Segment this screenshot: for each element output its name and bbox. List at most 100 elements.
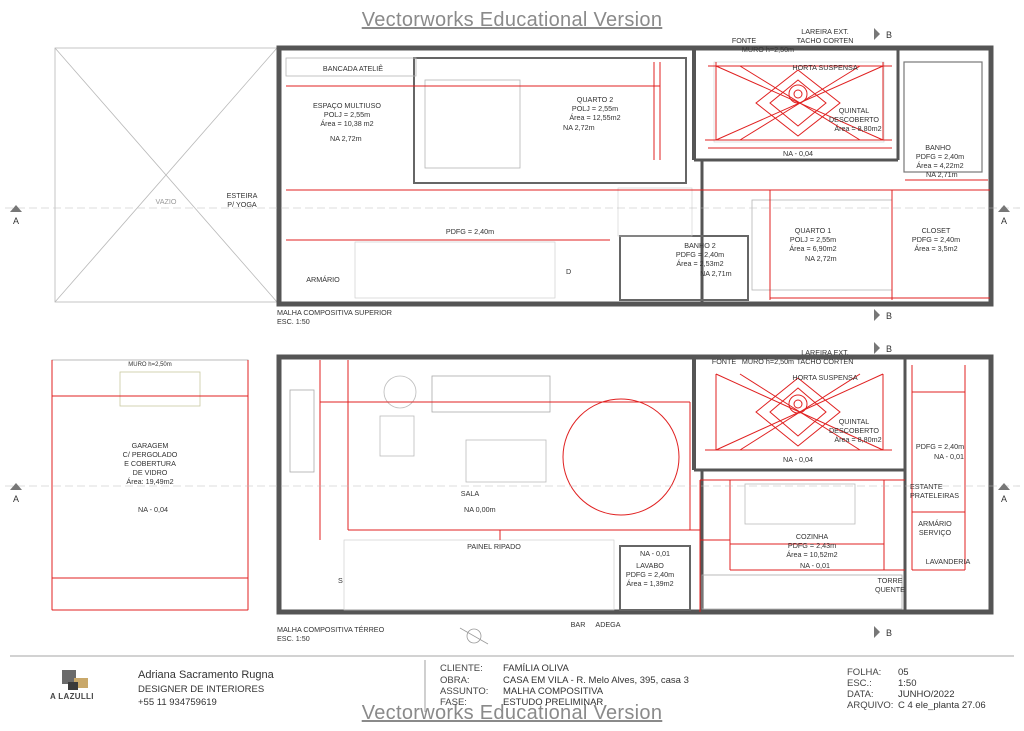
assunto-label: ASSUNTO: [440,686,489,697]
label-closet-area: Área = 3,5m2 [914,244,957,253]
label-estante-2: PRATELEIRAS [910,491,959,500]
label-adega: ADEGA [595,620,620,629]
label-garagem-3: E COBERTURA [124,459,176,468]
north-arrow-line [459,627,489,645]
label-lavabo-title: LAVABO [636,561,664,570]
label-quintal-upper-2: DESCOBERTO [829,115,879,124]
obra-label: OBRA: [440,675,470,686]
label-banho2-area: Área = 2,53m2 [676,259,723,268]
section-b-upper-top: B [886,30,892,40]
label-garagem-4: DE VIDRO [133,468,168,477]
label-espaco-area: Área = 10,38 m2 [320,119,373,128]
label-estante-1: ESTANTE [910,482,943,491]
arquivo-value: C 4 ele_planta 27.06 [898,700,986,711]
label-quarto2-title: QUARTO 2 [577,95,613,104]
label-sala: SALA [461,489,480,498]
folha-value: 05 [898,667,909,678]
label-quarto1-polj: POLJ = 2,55m [790,235,836,244]
upper-outer-wall [276,45,994,307]
fase-label: FASE: [440,697,467,708]
sofa [431,375,551,413]
label-garagem-na: NA - 0,04 [138,505,168,514]
label-muro-garagem: MURO h=2,50m [128,362,172,368]
label-torre-1: TORRE [877,576,902,585]
label-espaco-title: ESPAÇO MULTIUSO [313,101,381,110]
label-esteira-1: ESTEIRA [227,191,258,200]
label-pdfg-upper: PDFG = 2,40m [446,227,494,236]
label-quintal-upper-area: Área = 8,80m2 [834,124,881,133]
label-garagem-2: C/ PERGOLADO [123,450,178,459]
label-muro-upper: MURO h=2,50m [742,45,794,54]
label-lavabo-area: Área = 1,39m2 [626,579,673,588]
section-b-lower-bottom: B [886,628,892,638]
label-quarto1-na: NA 2,72m [805,254,837,263]
section-arrow-a-upper-right [998,205,1010,212]
lower-outer-wall [276,354,994,615]
label-lavanderia: LAVANDERIA [926,557,971,566]
bancada [285,57,417,77]
section-arrow-b-upper-top [874,28,880,40]
label-na-right: NA - 0,01 [934,452,964,461]
label-lavabo-na: NA - 0,01 [640,549,670,558]
label-espaco-na: NA 2,72m [330,134,362,143]
vazio-label: VAZIO [155,197,176,206]
label-lareira-lower-1: LAREIRA EXT. [801,348,849,357]
stairs-lower [343,539,615,611]
label-torre-2: QUENTE [875,585,905,594]
cliente-value: FAMÍLIA OLIVA [503,663,569,674]
label-painel: PAINEL RIPADO [467,542,521,551]
label-banho-area: Área = 4,22m2 [916,161,963,170]
label-banho-pdfg: PDFG = 2,40m [916,152,964,161]
north-arrow-icon [466,628,482,644]
label-d: D [566,267,571,276]
caption-lower-2: ESC. 1:50 [277,634,310,643]
caption-lower-1: MALHA COMPOSITIVA TÉRREO [277,625,385,634]
label-muro-lower: MURO h=2,50m [742,357,794,366]
section-a-lower-left: A [13,494,19,504]
section-b-upper-bottom: B [886,311,892,321]
label-esteira-2: P/ YOGA [227,200,257,209]
dining-table [744,483,856,525]
label-fonte-lower: FONTE [712,357,737,366]
lower-red-grid [51,360,966,612]
upper-plan: VAZIO [5,27,1020,326]
label-bancada: BANCADA ATELIÊ [323,64,383,73]
watermark-top: Vectorworks Educational Version [361,9,663,31]
label-horta-lower: HORTA SUSPENSA [792,373,857,382]
pergolado [119,371,201,407]
label-lareira-upper-2: TACHO CORTEN [797,36,854,45]
label-garagem-1: GARAGEM [132,441,169,450]
vazio-diagonal-2 [54,47,278,303]
label-cozinha-na: NA - 0,01 [800,561,830,570]
upper-desk [617,187,693,237]
label-lavabo-pdfg: PDFG = 2,40m [626,570,674,579]
label-closet-title: CLOSET [922,226,951,235]
label-na-quintal-lower: NA - 0,04 [783,455,813,464]
esc-value: 1:50 [898,678,917,689]
label-fonte-upper: FONTE [732,36,757,45]
label-quarto1-title: QUARTO 1 [795,226,831,235]
bench-left [289,389,315,473]
label-cozinha-area: Área = 10,52m2 [786,550,837,559]
label-quintal-lower-1: QUINTAL [839,417,870,426]
label-banho-title: BANHO [925,143,951,152]
label-na-quintal-upper: NA - 0,04 [783,149,813,158]
cliente-label: CLIENTE: [440,663,483,674]
upper-red-grid [286,62,990,300]
label-banho-na: NA 2,71m [926,170,958,179]
quarto2-wall [413,57,687,184]
label-quintal-lower-2: DESCOBERTO [829,426,879,435]
label-s: S [338,576,343,585]
label-quarto2-polj: POLJ = 2,55m [572,104,618,113]
label-lareira-lower-2: TACHO CORTEN [797,357,854,366]
fase-value: ESTUDO PRELIMINAR [503,697,604,708]
label-banho2-na: NA 2,71m [700,269,732,278]
data-value: JUNHO/2022 [898,689,955,700]
label-cozinha-title: COZINHA [796,532,829,541]
section-a-upper-right: A [1001,216,1007,226]
data-label: DATA: [847,689,874,700]
label-bar: BAR [571,620,586,629]
label-espaco-polj: POLJ = 2,55m [324,110,370,119]
assunto-value: MALHA COMPOSITIVA [503,686,604,697]
